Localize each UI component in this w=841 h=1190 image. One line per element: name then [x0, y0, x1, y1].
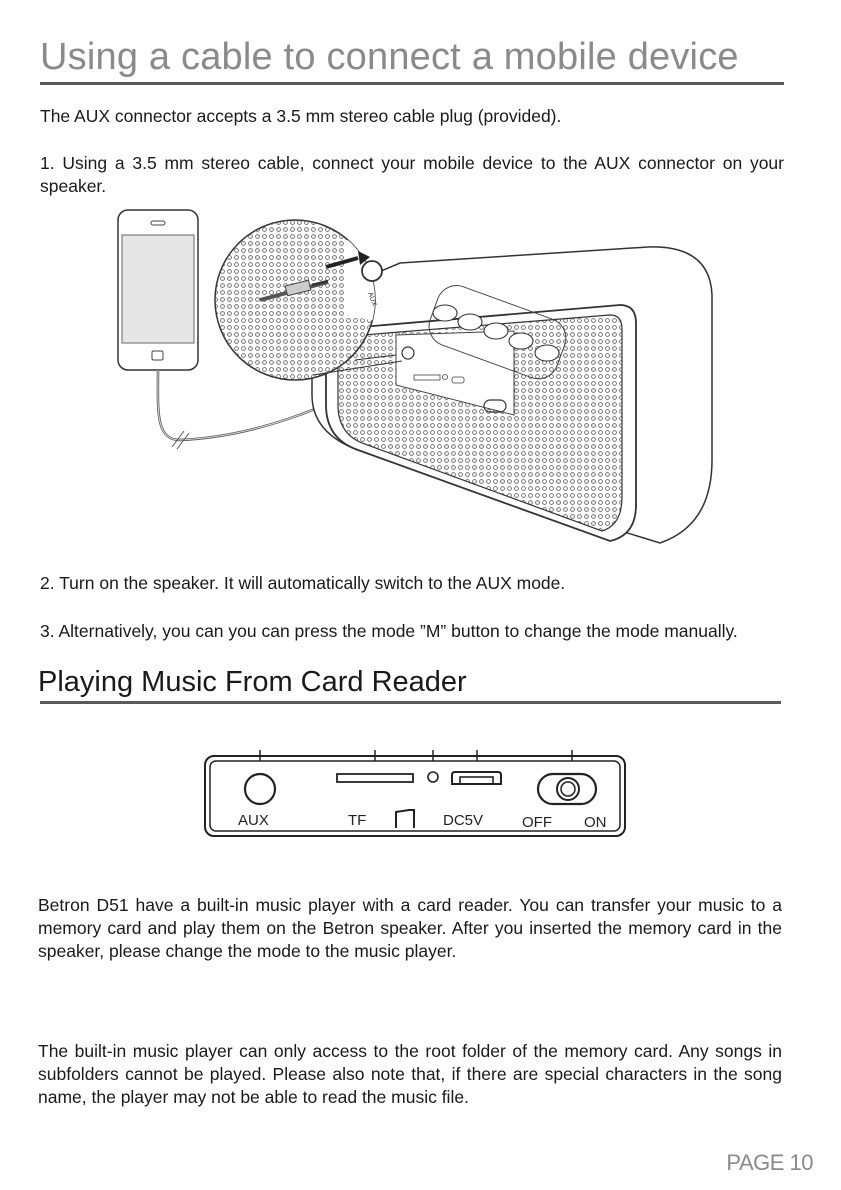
svg-text:AUX: AUX: [366, 291, 378, 307]
step-1: 1. Using a 3.5 mm stereo cable, connect …: [40, 153, 784, 196]
step-3: 3. Alternatively, you can you can press …: [40, 621, 738, 641]
zoom-inset: AUX: [214, 219, 403, 381]
connector-panel: AUX TF DC5V OFF ON: [204, 750, 626, 837]
svg-text:OFF: OFF: [522, 814, 552, 831]
aux-port-icon: [243, 772, 277, 806]
tf-slot-icon: [336, 773, 414, 783]
aux-intro: The AUX connector accepts a 3.5 mm stere…: [40, 106, 562, 126]
svg-text:DC5V: DC5V: [443, 812, 483, 829]
card-reader-paragraph: Betron D51 have a built-in music player …: [38, 895, 782, 961]
connection-illustration: AUX: [117, 209, 713, 544]
phone-icon: [117, 209, 199, 371]
dc-port-icon: [451, 771, 502, 785]
svg-text:AUX: AUX: [238, 812, 269, 829]
title-rule: [40, 82, 784, 85]
led-indicator-icon: [427, 771, 439, 783]
svg-text:ON: ON: [584, 814, 607, 831]
step-2: 2. Turn on the speaker. It will automati…: [40, 573, 566, 593]
section-rule: [40, 701, 781, 704]
page-number: PAGE 10: [726, 1150, 813, 1175]
speaker-icon: [311, 246, 713, 544]
svg-text:TF: TF: [348, 812, 366, 829]
page-title: Using a cable to connect a mobile device: [40, 36, 739, 78]
root-folder-paragraph: The built-in music player can only acces…: [38, 1041, 782, 1107]
sd-card-icon: [395, 809, 415, 828]
section-title-card-reader: Playing Music From Card Reader: [38, 666, 467, 698]
